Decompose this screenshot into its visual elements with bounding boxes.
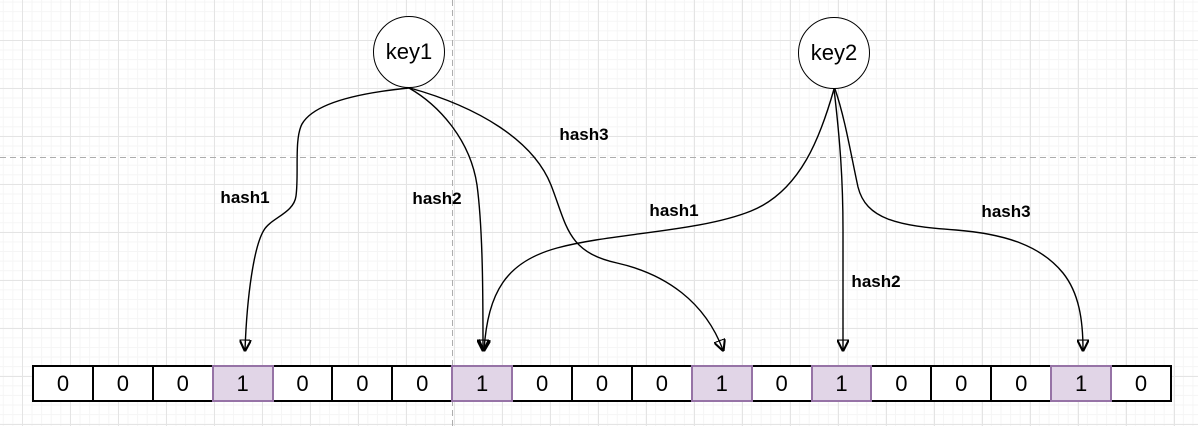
bit-cell: 0	[1110, 365, 1172, 402]
bit-cell: 0	[990, 365, 1053, 402]
key2-hash1-label: hash1	[649, 201, 699, 220]
bit-cell: 0	[630, 365, 693, 402]
bit-cell: 0	[331, 365, 394, 402]
bit-cell: 1	[211, 365, 274, 402]
key1-label: key1	[385, 39, 433, 64]
arrow-key2-hash3	[834, 88, 1083, 350]
key2-hash2-label: hash2	[851, 272, 901, 291]
bit-cell: 0	[391, 365, 454, 402]
bit-cell: 0	[750, 365, 813, 402]
bit-cell: 0	[511, 365, 574, 402]
arrow-key1-hash1	[245, 87, 410, 350]
bit-cell: 0	[91, 365, 154, 402]
page-guide-vertical	[452, 0, 453, 426]
key1-hash2-label: hash2	[412, 189, 462, 208]
bit-cell: 1	[451, 365, 514, 402]
page-guide-horizontal	[0, 157, 1198, 158]
key2-node: key2	[798, 17, 870, 89]
bit-cell: 0	[870, 365, 933, 402]
bit-cell: 1	[1050, 365, 1113, 402]
key2-hash3-label: hash3	[981, 202, 1031, 221]
key1-hash1-label: hash1	[220, 188, 270, 207]
bit-cell: 1	[690, 365, 753, 402]
key1-node: key1	[373, 16, 445, 88]
bit-cell: 0	[271, 365, 334, 402]
bit-cell: 0	[930, 365, 993, 402]
bit-cell: 0	[571, 365, 633, 402]
arrow-key2-hash2	[833, 88, 843, 350]
key1-hash3-label: hash3	[559, 125, 609, 144]
bit-cell: 0	[151, 365, 214, 402]
key2-label: key2	[810, 40, 858, 65]
arrow-key1-hash2	[408, 87, 483, 350]
bit-cell: 0	[32, 365, 94, 402]
bit-cell: 1	[810, 365, 873, 402]
